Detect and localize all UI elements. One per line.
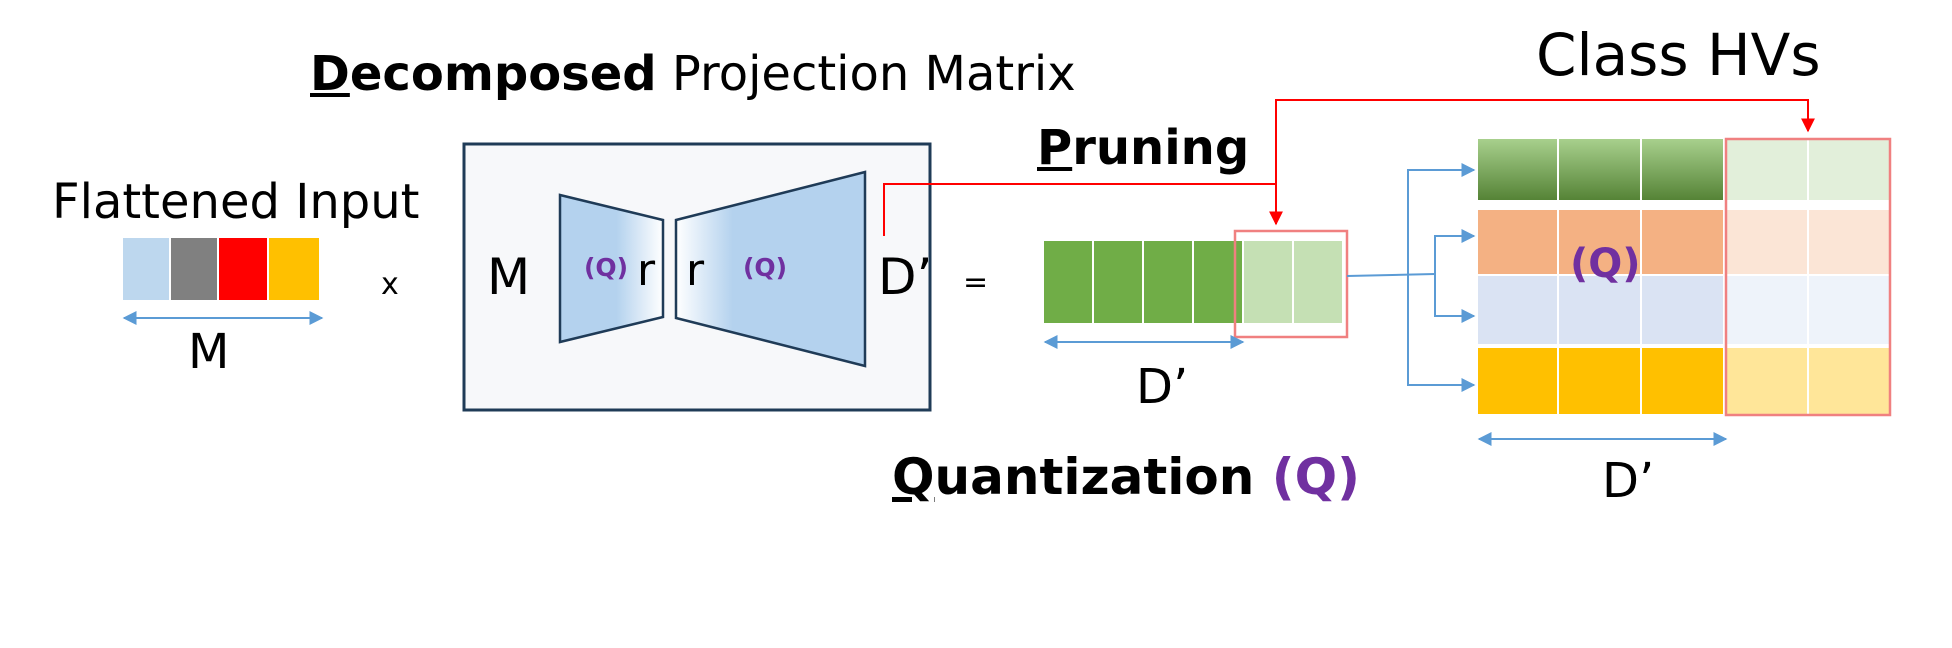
class-row-2-pruned-2 [1807, 208, 1891, 276]
output-cell-1 [1042, 239, 1094, 325]
connector-stem [1346, 273, 1436, 277]
connector-to-row-1 [1407, 163, 1476, 275]
class-hvs-label: Class HVs [1536, 21, 1821, 89]
right-trapezoid [674, 170, 867, 368]
matrix-d-label: D’ [878, 248, 933, 306]
pruning-rest: runing [1072, 120, 1250, 176]
pruning-arrows [883, 99, 1815, 236]
equals-symbol: = [963, 265, 989, 300]
pruning-arrow-to-class [1275, 99, 1815, 184]
input-block-2 [169, 236, 219, 302]
class-row-1-cell-1 [1476, 137, 1559, 202]
similarity-connectors [1346, 163, 1476, 392]
input-block-3 [217, 236, 269, 302]
class-row-4-cell-3 [1640, 346, 1725, 416]
class-row-1-pruned-2 [1807, 137, 1891, 202]
class-q-label: (Q) [1570, 241, 1641, 287]
matrix-r-right: r [686, 245, 705, 296]
matrix-m-label: M [487, 248, 531, 306]
connector-to-row-4 [1407, 275, 1476, 392]
class-hv-matrix [1476, 137, 1891, 416]
matrix-q-right: (Q) [743, 253, 788, 282]
class-row-2-cell-2 [1557, 208, 1642, 276]
output-cell-3 [1142, 239, 1194, 325]
output-pruned-highlight [1233, 229, 1349, 339]
matrix-title-rest: Projection Matrix [656, 46, 1076, 102]
quantization-label: Quantization (Q) [892, 452, 1360, 502]
output-vector [1042, 239, 1344, 325]
input-block-1 [121, 236, 171, 302]
connector-to-row-3 [1434, 274, 1476, 323]
matrix-title-bold: ecomposed [349, 46, 657, 102]
class-row-2-cell-3 [1640, 208, 1725, 276]
input-dim-label: M [188, 324, 230, 380]
matrix-title: Decomposed Projection Matrix [310, 50, 1076, 98]
connector-to-row-2 [1434, 229, 1476, 274]
vector-dim-label: D’ [1136, 359, 1189, 415]
output-cell-pruned-1 [1242, 239, 1294, 325]
quantization-rest: uantization [934, 448, 1272, 506]
matrix-title-initial: D [310, 46, 350, 102]
class-row-2-pruned-1 [1723, 208, 1809, 276]
class-row-4-cell-2 [1557, 346, 1642, 416]
pruning-arrow-to-vector [883, 183, 1283, 236]
class-row-1-cell-3 [1640, 137, 1725, 202]
left-trapezoid [558, 193, 665, 344]
class-pruned-highlight [1724, 137, 1892, 417]
output-cell-2 [1092, 239, 1144, 325]
class-row-1-pruned-1 [1723, 137, 1809, 202]
flattened-input-vector [121, 236, 321, 302]
class-row-4-cell-1 [1476, 346, 1559, 416]
output-cell-pruned-2 [1292, 239, 1344, 325]
input-block-4 [267, 236, 321, 302]
quantization-q: (Q) [1271, 448, 1360, 506]
matrix-r-left: r [637, 245, 656, 296]
class-row-4-pruned-1 [1723, 346, 1809, 416]
pruning-label: Pruning [1037, 124, 1249, 172]
class-row-1-cell-2 [1557, 137, 1642, 202]
flattened-input-label: Flattened Input [52, 174, 420, 230]
pruning-initial: P [1037, 120, 1073, 176]
matrix-q-left: (Q) [584, 253, 629, 282]
class-row-3-cell-3 [1640, 274, 1725, 346]
class-row-3-pruned-1 [1723, 274, 1809, 346]
class-dim-label: D’ [1602, 453, 1655, 509]
quantization-initial: Q [892, 448, 935, 506]
class-row-4-pruned-2 [1807, 346, 1891, 416]
multiply-symbol: x [381, 267, 399, 302]
class-row-2-cell-1 [1476, 208, 1559, 276]
class-row-3-cell-2 [1557, 274, 1642, 346]
class-row-3-pruned-2 [1807, 274, 1891, 346]
class-row-3-cell-1 [1476, 274, 1559, 346]
